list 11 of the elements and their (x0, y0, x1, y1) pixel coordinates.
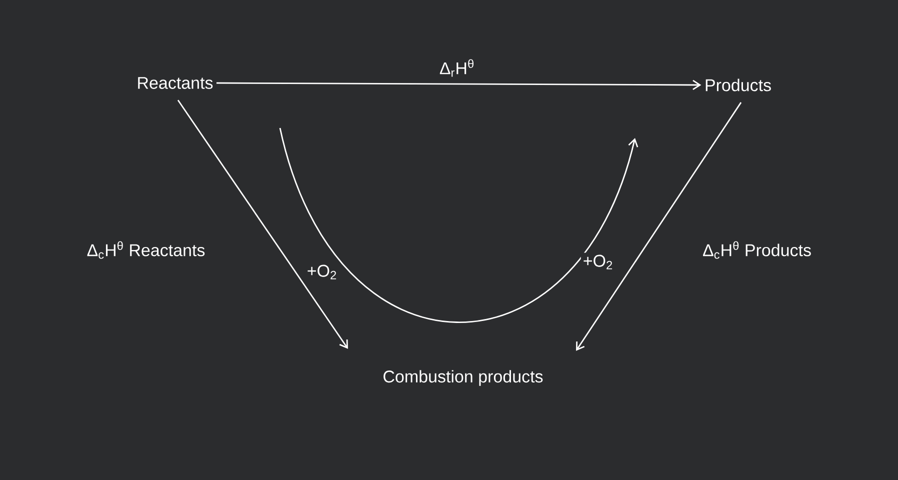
reactant-label: +O$_{2}$ (580, 252, 616, 272)
arrow (576, 102, 742, 351)
node-label: Products (706, 78, 771, 92)
arrow (177, 100, 348, 349)
arrow (216, 80, 702, 90)
edge-label: Δ$_{c}$H$^{θ}$ Products (700, 239, 814, 261)
edge-label: Δ$_{c}$H$^{θ}$ Reactants (84, 239, 208, 261)
node-label: Reactants (138, 77, 213, 89)
reactant-label: +O$_{2}$ (304, 262, 340, 282)
edge-label: Δ$_{r}$H$^{θ}$ (437, 57, 477, 79)
node-label: Combustion products (384, 370, 543, 386)
